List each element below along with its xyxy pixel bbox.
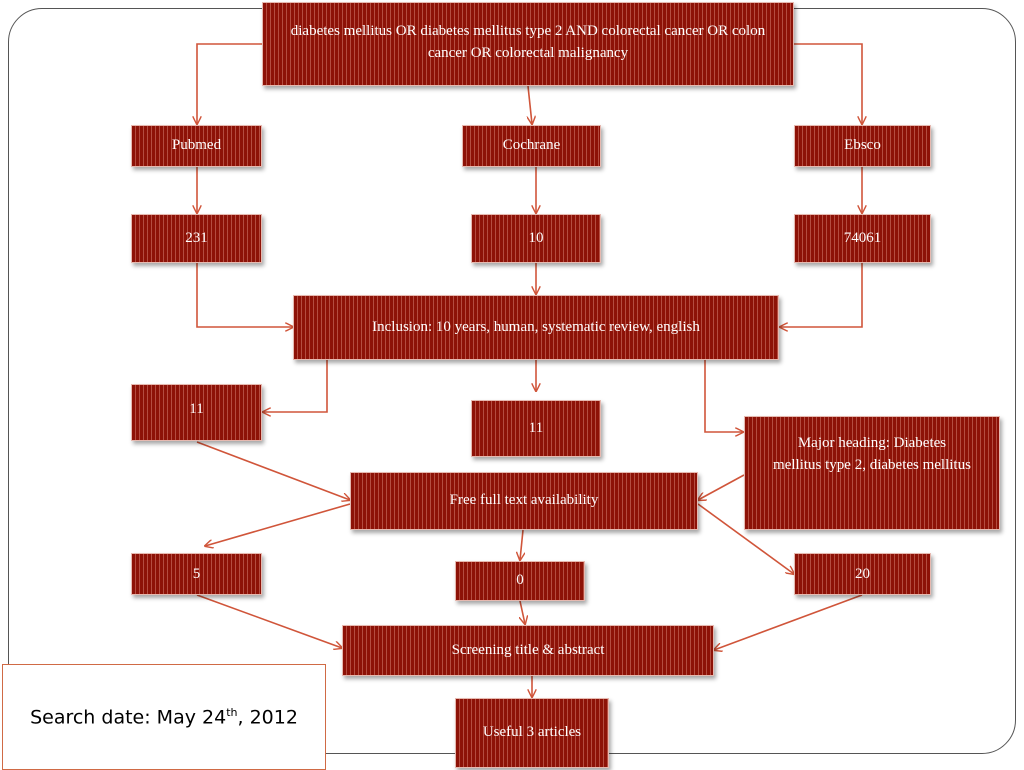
result-box: Useful 3 articles: [455, 698, 609, 768]
query-box: diabetes mellitus OR diabetes mellitus t…: [262, 2, 794, 86]
ebsco-count: 74061: [843, 229, 882, 246]
arrow-inclusion-to-major: [704, 360, 743, 432]
arrow-major-to-fulltext: [698, 474, 745, 500]
ebsco-count-box: 74061: [794, 214, 931, 263]
after-full-text-middle-count: 0: [516, 572, 524, 589]
cochrane-box: Cochrane: [462, 125, 601, 167]
after-inclusion-left-count: 11: [189, 401, 204, 417]
arrow-inclusion-to-left: [263, 360, 328, 412]
ebsco-box: Ebsco: [794, 125, 931, 167]
cochrane-count: 10: [528, 229, 544, 246]
search-date-superscript: th: [226, 705, 238, 719]
arrow-left-to-fulltext: [196, 441, 350, 500]
arrow-zero-to-screening: [520, 600, 525, 624]
major-heading-text: Major heading: Diabetes mellitus type 2,…: [773, 435, 971, 473]
search-date-prefix: Search date: May 24: [30, 706, 227, 729]
arrow-query-to-pubmed: [197, 43, 262, 124]
arrow-pubmed-count-to-inclusion: [196, 263, 293, 327]
after-full-text-left-box: 5: [131, 553, 262, 595]
arrow-fulltext-to-five: [205, 503, 351, 546]
cochrane-count-box: 10: [471, 214, 601, 263]
pubmed-count-box: 231: [131, 214, 262, 263]
search-date-suffix: , 2012: [237, 706, 298, 729]
after-full-text-middle-box: 0: [455, 561, 585, 601]
cochrane-label: Cochrane: [502, 137, 561, 154]
arrow-ebsco-count-to-inclusion: [780, 263, 863, 327]
after-inclusion-left-box: 11: [131, 384, 262, 441]
after-full-text-right-count: 20: [855, 566, 870, 582]
major-heading-box: Major heading: Diabetes mellitus type 2,…: [744, 416, 1000, 530]
after-full-text-right-box: 20: [794, 553, 931, 595]
after-inclusion-middle-box: 11: [471, 400, 601, 457]
arrow-fulltext-to-twenty: [697, 503, 794, 574]
arrow-twenty-to-screening: [714, 594, 863, 650]
screening-label: Screening title & abstract: [451, 641, 605, 658]
arrow-query-to-cochrane: [528, 85, 532, 124]
search-date-box: Search date: May 24th, 2012: [2, 664, 326, 770]
arrow-fulltext-to-zero: [520, 529, 523, 560]
after-full-text-left-count: 5: [192, 566, 201, 582]
full-text-label: Free full text availability: [449, 492, 599, 509]
arrow-five-to-screening: [196, 594, 342, 648]
pubmed-label: Pubmed: [171, 137, 222, 154]
inclusion-text: Inclusion: 10 years, human, systematic r…: [372, 318, 700, 335]
after-inclusion-middle-count: 11: [528, 419, 544, 436]
search-date-text: Search date: May 24th, 2012: [30, 706, 298, 728]
ebsco-label: Ebsco: [844, 137, 881, 154]
result-label: Useful 3 articles: [482, 724, 582, 741]
full-text-box: Free full text availability: [350, 472, 698, 530]
screening-box: Screening title & abstract: [342, 625, 714, 676]
arrow-query-to-ebsco: [794, 43, 862, 124]
query-text: diabetes mellitus OR diabetes mellitus t…: [290, 23, 766, 61]
inclusion-box: Inclusion: 10 years, human, systematic r…: [293, 295, 779, 360]
pubmed-count: 231: [185, 229, 208, 246]
pubmed-box: Pubmed: [131, 125, 262, 167]
